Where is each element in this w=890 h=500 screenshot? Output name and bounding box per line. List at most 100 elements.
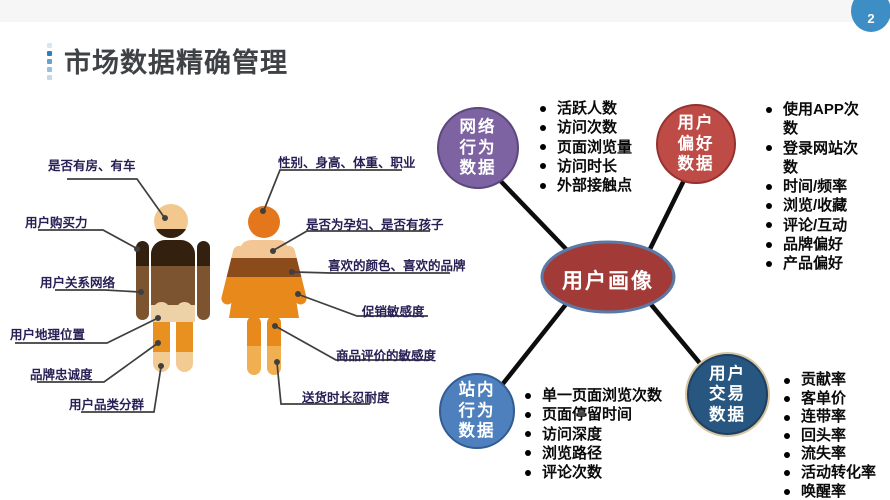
bullet-icon: [525, 469, 531, 476]
slide-title: 市场数据精确管理: [64, 48, 288, 78]
list-item: 产品偏好: [766, 254, 872, 273]
list-item: 活动转化率: [784, 464, 876, 483]
node-title-line: 行为: [459, 138, 497, 157]
list-item: 客单价: [784, 390, 876, 409]
female-figure: [220, 206, 308, 375]
bullet-icon: [540, 163, 546, 170]
list-item: 活跃人数: [540, 99, 670, 118]
label-connectors: [15, 169, 450, 413]
figure-label: 商品评价的敏感度: [336, 349, 437, 363]
preference-items-list: 使用APP次数 登录网站次数 时间/频率 浏览/收藏 评论/互动 品牌偏好 产品…: [766, 100, 872, 274]
list-item-text: 客单价: [801, 389, 847, 407]
list-item: 时间/频率: [766, 177, 872, 196]
bullet-icon: [525, 431, 531, 438]
bullet-icon: [766, 260, 772, 267]
figure-label: 用户购买力: [25, 216, 88, 230]
node-onsite-circle: 站内 行为 数据: [439, 373, 515, 449]
bullet-icon: [766, 145, 772, 152]
list-item: 贡献率: [784, 371, 876, 390]
list-item-text: 唤醒率: [801, 482, 847, 500]
node-title-line: 交易: [709, 385, 746, 404]
list-item-text: 外部接触点: [557, 177, 633, 195]
list-item: 唤醒率: [784, 483, 876, 500]
list-item: 回头率: [784, 427, 876, 446]
figure-label: 用户品类分群: [69, 398, 145, 412]
bullet-icon: [525, 392, 531, 399]
list-item-text: 贡献率: [801, 371, 847, 388]
node-network-circle: 网络 行为 数据: [437, 107, 519, 189]
bullet-icon: [766, 222, 772, 229]
list-item-text: 页面停留时间: [542, 406, 633, 424]
list-item-text: 页面浏览量: [557, 138, 633, 156]
network-items-list: 活跃人数 访问次数 页面浏览量 访问时长 外部接触点: [540, 99, 670, 195]
bullet-icon: [784, 451, 790, 458]
connector-dots: [134, 208, 301, 369]
bullet-icon: [784, 414, 790, 421]
list-item: 登录网站次数: [766, 139, 872, 178]
node-preference-circle: 用户 偏好 数据: [656, 104, 736, 184]
list-item-text: 访问时长: [557, 157, 618, 175]
bullet-icon: [766, 202, 772, 209]
figure-label: 送货时长忍耐度: [302, 391, 390, 405]
node-title-line: 行为: [458, 401, 496, 420]
figure-label: 品牌忠诚度: [30, 368, 93, 382]
bullet-icon: [540, 105, 546, 112]
page-number-badge: 2: [851, 0, 890, 32]
node-title-line: 数据: [458, 422, 496, 441]
bullet-icon: [784, 377, 790, 384]
list-item-text: 连带率: [801, 408, 847, 426]
node-title-line: 用户: [677, 114, 715, 133]
bullet-icon: [525, 450, 531, 457]
list-item-text: 评论次数: [542, 464, 603, 482]
list-item-text: 流失率: [801, 445, 847, 463]
list-item-text: 登录网站次数: [783, 139, 859, 176]
title-dots-icon: [47, 43, 52, 80]
node-title-line: 数据: [709, 405, 746, 424]
figure-label: 是否为孕妇、是否有孩子: [306, 218, 444, 232]
list-item-text: 访问深度: [542, 425, 603, 443]
figure-label: 是否有房、有车: [48, 159, 136, 173]
list-item: 评论次数: [525, 463, 662, 482]
list-item: 评论/互动: [766, 216, 872, 235]
bullet-icon: [525, 411, 531, 418]
list-item-text: 浏览路径: [542, 444, 603, 462]
list-item: 单一页面浏览次数: [525, 386, 662, 405]
list-item-text: 活跃人数: [557, 100, 618, 117]
list-item-text: 品牌偏好: [783, 236, 844, 254]
node-title-line: 数据: [459, 159, 497, 178]
bullet-icon: [540, 182, 546, 189]
figure-label: 用户地理位置: [10, 328, 86, 342]
list-item: 浏览路径: [525, 444, 662, 463]
male-figure: [136, 204, 210, 372]
list-item-text: 时间/频率: [783, 178, 848, 196]
node-title-line: 数据: [677, 155, 715, 174]
bullet-icon: [784, 489, 790, 496]
list-item-text: 浏览/收藏: [783, 197, 848, 215]
list-item: 访问时长: [540, 157, 670, 176]
list-item-text: 单一页面浏览次数: [542, 387, 663, 404]
bullet-icon: [766, 106, 772, 113]
figure-label: 喜欢的颜色、喜欢的品牌: [328, 259, 466, 273]
node-title-line: 网络: [459, 118, 497, 137]
bullet-icon: [540, 144, 546, 151]
top-strip: [0, 0, 890, 22]
list-item: 页面浏览量: [540, 138, 670, 157]
transaction-items-list: 贡献率 客单价 连带率 回头率 流失率 活动转化率 唤醒率: [784, 371, 876, 500]
list-item-text: 使用APP次数: [783, 101, 859, 138]
bullet-icon: [784, 470, 790, 477]
bullet-icon: [766, 241, 772, 248]
node-title-line: 站内: [458, 381, 496, 400]
list-item-text: 回头率: [801, 426, 847, 444]
bullet-icon: [766, 183, 772, 190]
node-title-line: 用户: [709, 364, 746, 383]
figure-label: 促销敏感度: [362, 305, 425, 319]
page-number: 2: [867, 11, 875, 26]
center-node-label: 用户画像: [562, 270, 654, 293]
list-item: 外部接触点: [540, 176, 670, 195]
figure-label: 性别、身高、体重、职业: [278, 156, 416, 170]
node-transaction-circle: 用户 交易 数据: [687, 354, 768, 435]
list-item: 使用APP次数: [766, 100, 872, 139]
bullet-icon: [784, 396, 790, 403]
node-title-line: 偏好: [677, 134, 715, 153]
